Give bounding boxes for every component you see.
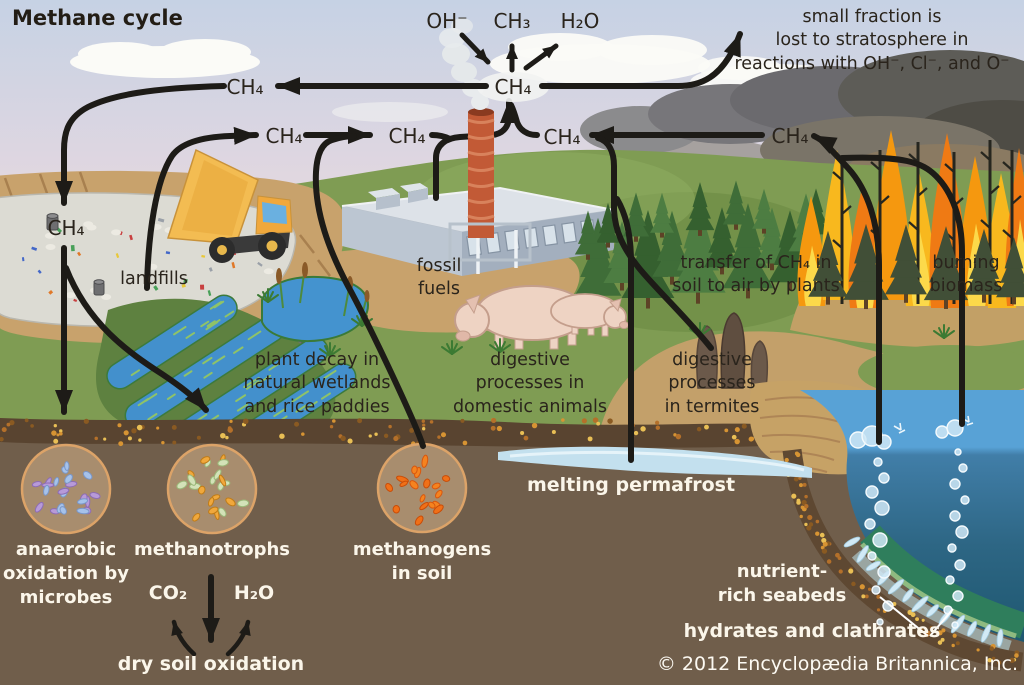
methane-bubbles	[849, 415, 974, 629]
arrow-drysoil-to-h2o	[225, 619, 251, 657]
arrow-atmosphere-ch4-to-ground	[55, 83, 227, 206]
label-methanogens: methanogens in soil	[352, 539, 492, 584]
label-ch4-hub: CH₄	[494, 75, 532, 99]
arrow-permafrost-up	[614, 196, 634, 463]
arrow-oh-into-hub	[459, 32, 491, 65]
label-ch4-row-3: CH₄	[543, 125, 581, 149]
burning-forest	[797, 130, 1024, 310]
label-dry-soil-oxidation: dry soil oxidation	[117, 653, 305, 675]
arrow-ch4-factory-connector	[429, 132, 453, 142]
hydrate-pointer-lines	[879, 596, 954, 637]
label-ch4-row-1: CH₄	[265, 124, 303, 148]
flow-arrows	[55, 31, 965, 657]
arrow-hub-to-h2o	[523, 43, 559, 71]
arrow-hub-to-stratosphere	[539, 31, 743, 89]
smokestack	[439, 18, 549, 262]
label-ch4-row-2: CH₄	[388, 124, 426, 148]
label-anaerobic-oxidation: anaerobic oxidation by microbes	[2, 539, 130, 608]
label-h2o-soil: H₂O	[233, 582, 275, 604]
label-h2o-top: H₂O	[560, 9, 600, 33]
label-plant-decay: plant decay in natural wetlands and rice…	[243, 350, 391, 417]
arrow-hydrates-up	[839, 154, 965, 427]
label-co2: CO₂	[148, 582, 188, 604]
label-ch4-row-4: CH₄	[771, 124, 809, 148]
page-title: Methane cycle	[12, 6, 183, 30]
arrow-drysoil-to-co2	[171, 619, 197, 657]
label-oh-radical: OH⁻	[426, 9, 468, 33]
label-hydrates: hydrates and clathrates	[683, 620, 941, 642]
microbe-inset-methanogens	[376, 442, 468, 534]
label-melting-permafrost: melting permafrost	[526, 474, 736, 496]
arrow-methanogens-to-ch4	[312, 133, 426, 449]
copyright-notice: © 2012 Encyclopædia Britannica, Inc.	[656, 653, 1018, 675]
label-ch3: CH₃	[493, 9, 531, 33]
label-termites: digestive processes in termites	[664, 350, 760, 417]
arrow-termites-up	[595, 135, 714, 351]
microbe-inset-methanotrophs	[166, 443, 258, 535]
permafrost-band	[498, 446, 812, 478]
label-methanotrophs: methanotrophs	[134, 539, 290, 560]
label-seabeds: nutrient- rich seabeds	[717, 561, 847, 606]
label-fossil-fuels: fossil fuels	[416, 256, 462, 300]
microbe-inset-anaerobic	[20, 443, 112, 535]
arrow-branch-to-methanotrophs	[63, 265, 209, 413]
label-domestic-animals: digestive processes in domestic animals	[452, 350, 608, 417]
label-stratosphere-note: small fraction is lost to stratosphere i…	[734, 7, 1010, 74]
dump-truck	[167, 148, 293, 263]
label-ch4-atmosphere-left: CH₄	[226, 75, 264, 99]
label-landfills: landfills	[120, 269, 188, 289]
arrow-ch4-562-to-hub	[508, 102, 540, 138]
label-burning-biomass: burning biomass	[929, 253, 1003, 297]
label-ch4-landfill: CH₄	[47, 216, 85, 240]
arrow-landfill-to-ch4	[144, 126, 259, 291]
label-plant-transfer: transfer of CH₄ in soil to air by plants	[672, 253, 840, 297]
